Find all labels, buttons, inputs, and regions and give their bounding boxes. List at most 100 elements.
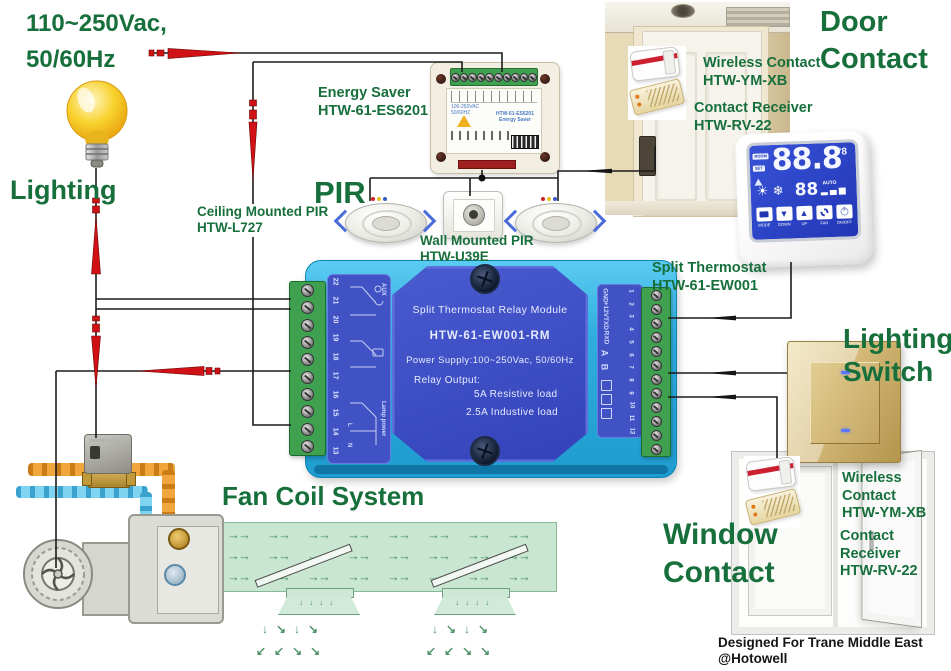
door-handle [639,136,656,176]
room-indicator: ROOM [752,153,770,160]
window-wireless-model: HTW-YM-XB [842,505,927,522]
gnd-label: GND [601,288,609,303]
footer-line2: @Hotowell [718,650,788,666]
screw-icon [301,422,314,436]
module-screw-icon [470,264,500,294]
module-load2: 2.5A Industive load [466,407,559,418]
door-receiver-name: Contact Receiver [694,100,813,116]
arrow-down-icon [91,335,101,389]
heading-switch-line1: Lighting [843,323,951,354]
door-panel [705,52,747,201]
module-model: HTW-61-EW001-RM [429,330,551,342]
fan-button[interactable]: FAN [815,205,833,226]
relay-symbols-graphic [350,285,384,445]
window-contact-devices [744,456,802,528]
left-label-panel: AUX Lamp power L N [327,274,391,464]
window-mullion [833,459,838,627]
dart-icon [706,315,736,321]
mode-button[interactable]: MODE [755,207,773,228]
screw-icon [301,405,314,419]
ceiling-pir-left [333,197,437,249]
screw-icon [301,387,314,401]
red-slider [458,160,516,169]
screw-icon [528,72,537,82]
airflow-arrow-icon [347,547,387,565]
screw-icon [650,289,662,301]
heading-window-contact: Window Contact [663,516,778,592]
screw-icon [301,336,314,350]
airflow-arrow-icon [467,526,507,544]
down-arrow-icon: ▼ [775,206,793,221]
device-model-text: HTW-61-ES6201 Energy Saver [496,111,534,123]
airflow-arrow-icon [387,547,427,565]
power-icon [839,207,849,216]
heading-window-line1: Window [663,518,778,551]
pir-lens [372,216,400,231]
airflow-scatter-icons [262,622,326,636]
screw-icon [519,72,529,82]
port-icon [601,380,612,391]
thermostat-buttons: MODE ▼DOWN ▲UP FAN ON/OFF [755,204,853,228]
left-terminal-block [289,281,326,456]
airflow-arrow-icon [227,547,267,565]
dart-icon [706,370,736,376]
screw-icon [502,72,512,82]
port-icon [601,394,612,405]
up-arrow-icon: ▲ [795,205,813,221]
degree-display: °8 [837,146,848,158]
energy-saver-device: 100-250VAC 50/60HZ HTW-61-ES6201 Energy … [428,60,560,174]
airflow-scatter-icons [426,644,498,658]
contact-icon [601,408,612,419]
label-door-receiver: Contact Receiver HTW-RV-22 [694,100,812,135]
label-door-wireless: Wireless Contact HTW-YM-XB [703,55,821,90]
airflow-arrow-icon [427,547,467,565]
lighting-switch-device[interactable] [787,341,901,463]
auto-label: AUTO [822,179,837,187]
heading-door-line2: Contact [820,43,928,75]
air-diffuser: ↓↓↓↓ [434,588,516,616]
ceiling-pir-name: Ceiling Mounted PIR [197,204,329,219]
temperature-display: 88.8 [771,140,843,179]
valve-nut-icon [82,472,92,486]
arrow-up-icon [91,215,101,275]
supply-connector-icon [168,528,190,550]
up-button[interactable]: ▲UP [795,205,813,227]
screw-icon [436,74,446,84]
down-button[interactable]: ▼DOWN [775,206,793,227]
power-line1: 110~250Vac, [26,10,167,37]
power-line2: 50/60Hz [26,46,116,73]
pir-led-dots [541,197,557,201]
led-indicator-icon [840,371,850,374]
pir-ring [362,210,412,238]
wireless-contact-sensor [745,456,797,492]
label-wall-pir: Wall Mounted PIR HTW-U39E [420,233,534,266]
airflow-arrow-icon [307,568,347,586]
power-button[interactable]: ON/OFF [835,204,853,225]
window-wireless-name: Wireless Contact [842,470,902,504]
energy-saver-name: Energy Saver [318,85,411,101]
airflow-arrow-icon [347,568,387,586]
wire-power-to-module [252,62,291,426]
wireless-contact-sensor [629,46,681,82]
airflow-arrow-icon [267,526,307,544]
airflow-arrow-icon [307,526,347,544]
screw-icon [301,353,314,367]
light-bulb [66,80,128,168]
wall-pir-name: Wall Mounted PIR [420,233,534,248]
window-receiver-model: HTW-RV-22 [840,563,918,580]
screw-icon [436,152,446,162]
screw-icon [650,401,662,413]
device-rating-text: 100-250VAC 50/60HZ [451,104,480,116]
module-screw-icon [470,436,500,466]
module-relay-output: Relay Output: [414,375,481,386]
screw-icon [650,345,662,357]
switch-rocker[interactable] [810,362,880,444]
wall-pir-model: HTW-U39E [420,249,489,265]
heading-door-line1: Door [820,6,888,38]
right-terminal-block [641,287,671,457]
fan-blower [23,539,93,609]
cool-mode-icon: ❄ [772,182,784,199]
